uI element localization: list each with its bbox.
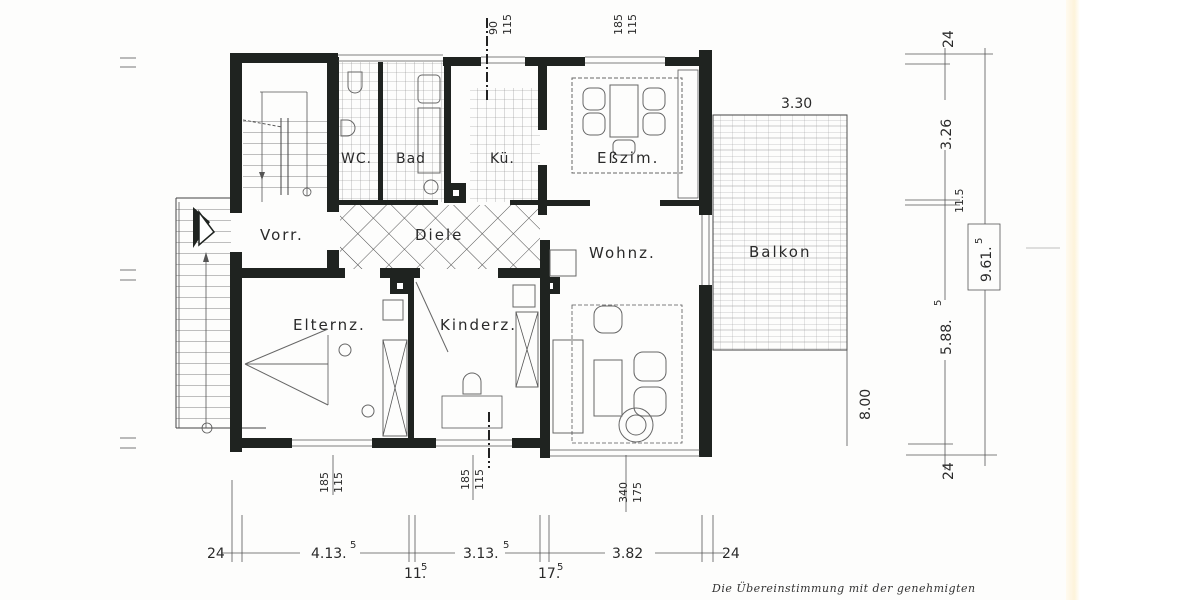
svg-text:115: 115 (501, 14, 514, 35)
staircase (242, 91, 327, 202)
diele-parquet-floor (340, 205, 540, 269)
room-label-diele: Diele (415, 226, 463, 244)
room-label-wc: WC. (341, 151, 372, 167)
kitchen-tile-floor (470, 88, 540, 202)
dim-mid-wall: 11.5 (953, 189, 966, 214)
svg-text:115: 115 (473, 469, 486, 490)
room-label-bad: Bad (396, 151, 426, 167)
svg-text:5: 5 (933, 300, 944, 306)
room-label-vorr: Vorr. (260, 226, 304, 244)
footnote-stamp: Die Übereinstimmung mit der genehmigten (711, 581, 976, 595)
background-outside (1080, 0, 1200, 600)
horizontal-dimension-chain: 24 4.13. 5 11. 5 3.13. 5 17. 5 3.82 24 (207, 480, 740, 582)
svg-text:5: 5 (421, 562, 427, 573)
vertical-dimension-chain: 24 3.26 11.5 5.88. 5 24 9.61. 5 (905, 30, 1001, 480)
svg-text:175: 175 (631, 482, 644, 503)
furniture (244, 69, 699, 444)
svg-text:90: 90 (487, 21, 500, 35)
paper-edge (1066, 0, 1080, 600)
svg-text:185: 185 (612, 14, 625, 35)
dim-kinderz: 3.13. (463, 546, 499, 562)
margin-ticks (120, 57, 136, 449)
dim-lower: 5.88. (939, 319, 955, 355)
bottom-opening-dims: 185 115 185 115 340 175 (318, 455, 644, 512)
dim-elternz: 4.13. (311, 546, 347, 562)
bath-tile-floor (338, 62, 446, 202)
top-opening-dims: 90 115 185 115 (487, 14, 639, 35)
svg-text:5: 5 (350, 540, 356, 551)
svg-text:185: 185 (459, 469, 472, 490)
room-label-esszim: Eßzim. (597, 149, 659, 167)
dim-upper: 3.26 (939, 119, 955, 150)
svg-text:185: 185 (318, 472, 331, 493)
svg-text:24: 24 (941, 30, 957, 48)
svg-text:115: 115 (332, 472, 345, 493)
dim-right-wall: 24 (722, 546, 740, 562)
svg-text:340: 340 (617, 482, 630, 503)
svg-text:5: 5 (974, 238, 985, 244)
dim-balkon-width: 3.30 (781, 96, 812, 112)
svg-text:5: 5 (557, 562, 563, 573)
axis-lines (486, 18, 490, 468)
svg-text:115: 115 (626, 14, 639, 35)
dim-total: 9.61. (979, 246, 995, 282)
room-label-elternz: Elternz. (293, 316, 366, 334)
room-label-balkon: Balkon (749, 243, 812, 261)
entrance-arrow-icon (193, 207, 216, 248)
dim-wohnz: 3.82 (612, 546, 643, 562)
dim-left-wall: 24 (207, 546, 225, 562)
room-label-kinderz: Kinderz. (440, 316, 517, 334)
balkon-grid (713, 115, 847, 350)
svg-text:5: 5 (503, 540, 509, 551)
room-label-wohnz: Wohnz. (589, 244, 656, 262)
room-label-kue: Kü. (490, 151, 515, 167)
dim-wall-2: 17. (538, 566, 560, 582)
entrance-stairs (175, 197, 266, 434)
svg-text:24: 24 (941, 462, 957, 480)
dim-wall-1: 11. (404, 566, 426, 582)
walls (230, 50, 712, 458)
windows (292, 54, 710, 457)
dim-balkon-depth: 8.00 (858, 389, 874, 420)
